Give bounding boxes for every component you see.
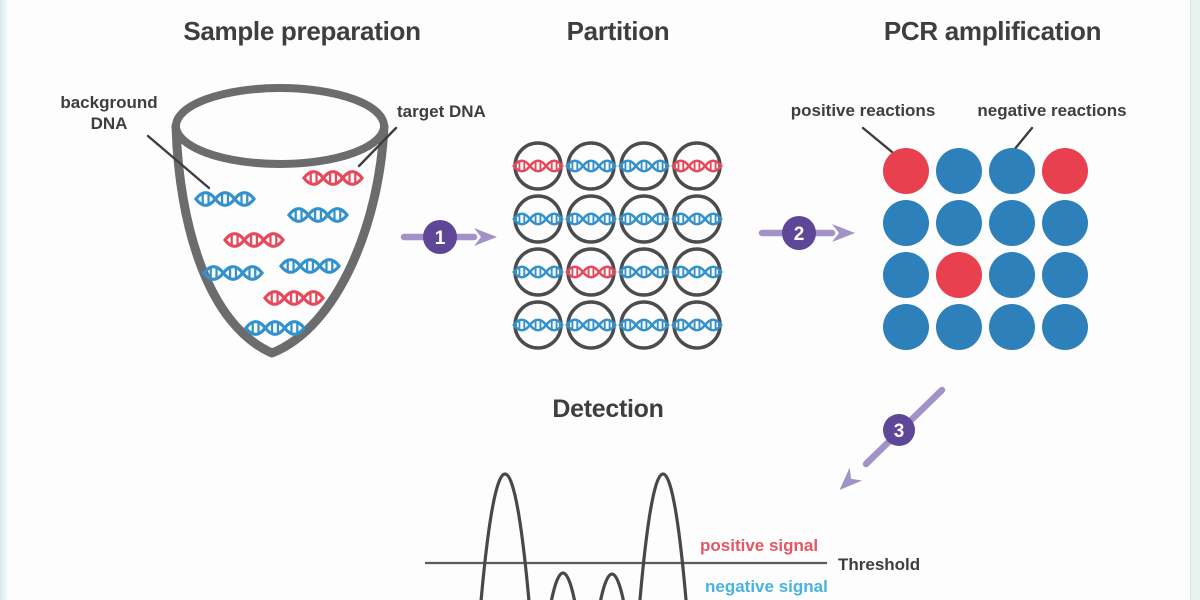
negative-reaction-dot (883, 304, 929, 350)
negative-reaction-dot (936, 304, 982, 350)
step-2-number: 2 (794, 224, 805, 245)
detection-plot (425, 472, 827, 600)
negative-signal-label: negative signal (705, 577, 828, 596)
background-dna-label: background DNA (60, 93, 158, 134)
stage-title-sample-preparation: Sample preparation (183, 16, 421, 46)
positive-reaction-dot (883, 148, 929, 194)
partition-droplet (513, 141, 563, 191)
partition-droplet (566, 300, 616, 350)
negative-reaction-dot (1042, 200, 1088, 246)
negative-reaction-dot (989, 304, 1035, 350)
positive-reaction-dot (1042, 148, 1088, 194)
stage-title-detection: Detection (552, 395, 664, 423)
partition-droplet (513, 194, 563, 244)
partition-droplet (513, 247, 563, 297)
partition-droplet (566, 194, 616, 244)
partition-droplet (566, 141, 616, 191)
partition-droplet (619, 247, 669, 297)
negative-reaction-dot (883, 200, 929, 246)
negative-reaction-dot (936, 200, 982, 246)
background-dna-leader-line (146, 134, 211, 190)
tube-rim (172, 84, 388, 168)
negative-reaction-dot (1042, 252, 1088, 298)
step-3-number: 3 (894, 421, 905, 442)
partition-grid (512, 141, 723, 350)
negative-reaction-dot (989, 252, 1035, 298)
partition-droplet (672, 141, 722, 191)
negative-reaction-dot (989, 200, 1035, 246)
pcr-grid (883, 148, 1088, 350)
step-1-arrow: 1 (400, 220, 497, 254)
step-1-number: 1 (435, 228, 446, 249)
partition-droplet (513, 300, 563, 350)
positive-reaction-dot (936, 252, 982, 298)
step-3-badge (883, 414, 915, 446)
partition-droplet (566, 247, 616, 297)
threshold-label: Threshold (838, 555, 921, 574)
step-3-arrow: 3 (839, 386, 946, 491)
stage-title-pcr-amplification: PCR amplification (883, 16, 1102, 46)
positive-reactions-label: positive reactions (790, 101, 936, 120)
negative-reaction-dot (1042, 304, 1088, 350)
step-1-arrowhead-icon (474, 228, 497, 246)
step-1-badge (423, 220, 457, 254)
partition-droplet (672, 194, 722, 244)
negative-reaction-dot (936, 148, 982, 194)
left-edge-strip (0, 0, 9, 600)
step-2-arrow: 2 (758, 216, 855, 250)
step-2-arrowhead-icon (832, 224, 855, 242)
signal-curve (479, 472, 688, 600)
target-dna-leader-line (357, 126, 398, 168)
sample-tube (171, 84, 389, 358)
right-edge-strip (1190, 0, 1200, 600)
negative-reaction-dot (883, 252, 929, 298)
step-3-arrowhead-icon (839, 467, 863, 491)
negative-reaction-dot (989, 148, 1035, 194)
partition-droplet (619, 141, 669, 191)
partition-droplet (672, 300, 722, 350)
partition-droplet (619, 194, 669, 244)
positive-signal-label: positive signal (700, 536, 819, 555)
partition-droplet (672, 247, 722, 297)
negative-reactions-label: negative reactions (977, 101, 1127, 120)
positive-reactions-leader-line (861, 126, 894, 154)
step-2-badge (782, 216, 816, 250)
partition-droplet (619, 300, 669, 350)
stage-title-partition: Partition (566, 16, 670, 46)
target-dna-label: target DNA (397, 102, 486, 121)
